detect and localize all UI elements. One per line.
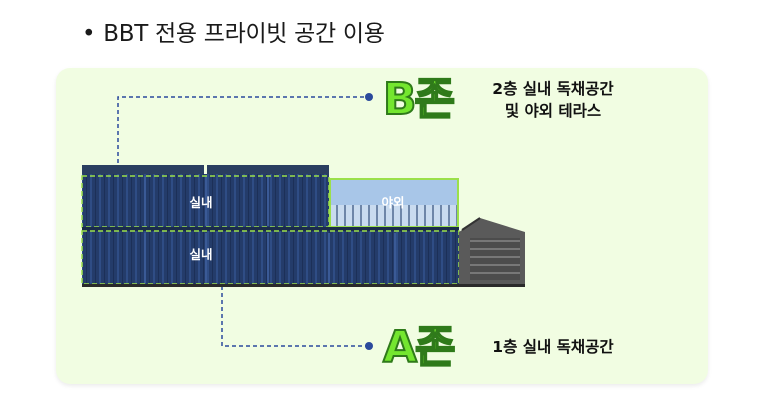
- ground-line: [82, 284, 525, 287]
- title-text: BBT 전용 프라이빗 공간 이용: [103, 21, 385, 47]
- floor-slab: [82, 227, 459, 231]
- b-zone-description: 2층 실내 독채공간 및 야외 테라스: [472, 78, 634, 122]
- page-title: • BBT 전용 프라이빗 공간 이용: [82, 14, 385, 48]
- stair-steps: [470, 238, 520, 280]
- upper-outdoor-label: 야외: [381, 195, 404, 210]
- roof-left: [82, 165, 204, 174]
- b-zone-label: B존: [382, 74, 456, 125]
- a-zone-description: 1층 실내 독채공간: [492, 338, 614, 356]
- b-zone-connector-dot: [365, 93, 373, 101]
- title-bullet: •: [82, 21, 96, 47]
- b-zone-connector: [117, 96, 368, 170]
- b-zone-description-line1: 2층 실내 독채공간: [492, 80, 614, 98]
- roof-right: [207, 165, 329, 174]
- a-zone-label: A존: [382, 322, 457, 373]
- a-zone-connector-dot: [365, 342, 373, 350]
- upper-indoor-label: 실내: [189, 195, 212, 210]
- lower-indoor-container: [82, 231, 459, 284]
- b-zone-description-line2: 및 야외 테라스: [504, 102, 602, 120]
- stair-handrail: [461, 217, 481, 231]
- terrace-railing: [330, 205, 458, 227]
- a-zone-connector: [221, 272, 368, 347]
- lower-indoor-label: 실내: [189, 247, 212, 262]
